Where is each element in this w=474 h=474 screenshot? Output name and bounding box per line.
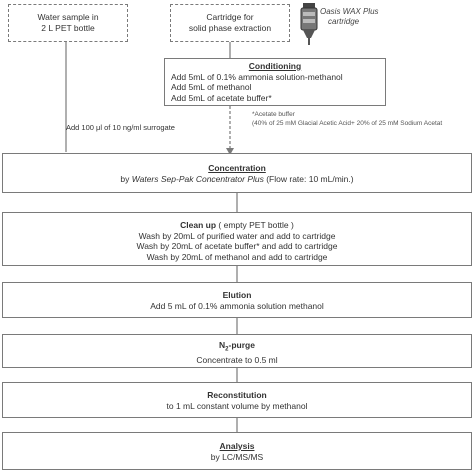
acetate-note-line-2: (40% of 25 mM Glacial Acetic Acid+ 20% o… xyxy=(252,120,443,127)
cleanup-title: Clean up xyxy=(180,220,217,230)
conditioning-step-3: Add 5mL of acetate buffer* xyxy=(171,92,272,103)
cleanup-heading: Clean up ( empty PET bottle ) xyxy=(3,220,471,231)
purge-title: N2-purge xyxy=(3,340,471,355)
concentration-suffix: (Flow rate: 10 mL/min.) xyxy=(263,173,354,184)
cartridge-box: Cartridge for solid phase extraction xyxy=(170,4,290,42)
conditioning-step-2: Add 5mL of methanol xyxy=(171,82,252,92)
analysis-box: Analysis by LC/MS/MS xyxy=(2,432,472,470)
water-sample-line-2: 2 L PET bottle xyxy=(41,22,95,33)
conditioning-title: Conditioning xyxy=(248,61,302,71)
acetate-buffer-note: *Acetate buffer (40% of 25 mM Glacial Ac… xyxy=(252,110,442,128)
analysis-text: by LC/MS/MS xyxy=(210,451,264,462)
reconstitution-text: to 1 mL constant volume by methanol xyxy=(166,400,308,411)
acetate-note-line-1: *Acetate buffer xyxy=(252,111,295,118)
cleanup-box: Clean up ( empty PET bottle ) Wash by 20… xyxy=(2,212,472,266)
purge-box: N2-purge Concentrate to 0.5 ml xyxy=(2,334,472,368)
purge-title-main: N xyxy=(219,340,226,350)
surrogate-note: Add 100 μl of 10 ng/ml surrogate xyxy=(66,123,175,132)
elution-text: Add 5 mL of 0.1% ammonia solution methan… xyxy=(150,300,324,311)
concentration-text: by Waters Sep-Pak Concentrator Plus (Flo… xyxy=(3,174,471,185)
concentration-device: Waters Sep-Pak Concentrator Plus xyxy=(131,173,264,184)
arrowhead-conditioning xyxy=(226,148,234,155)
purge-text: Concentrate to 0.5 ml xyxy=(196,355,278,366)
cleanup-step-2: Wash by 20mL of acetate buffer* and add … xyxy=(136,241,338,251)
cartridge-line-1: Cartridge for xyxy=(206,12,254,22)
cleanup-title-suffix: ( empty PET bottle ) xyxy=(218,220,294,230)
concentration-prefix: by xyxy=(120,173,132,184)
elution-box: Elution Add 5 mL of 0.1% ammonia solutio… xyxy=(2,282,472,318)
cartridge-icon xyxy=(300,3,318,45)
water-sample-box: Water sample in 2 L PET bottle xyxy=(8,4,128,42)
purge-title-sub: 2 xyxy=(225,346,229,353)
conditioning-box: Conditioning Add 5mL of 0.1% ammonia sol… xyxy=(164,58,386,106)
cartridge-product-line-1: Oasis WAX Plus xyxy=(320,7,379,16)
analysis-title: Analysis xyxy=(219,441,255,451)
elution-title: Elution xyxy=(222,290,252,300)
concentration-box: Concentration by Waters Sep-Pak Concentr… xyxy=(2,153,472,193)
cartridge-line-2: solid phase extraction xyxy=(188,22,272,33)
cartridge-product-label: Oasis WAX Plus cartridge xyxy=(320,7,379,27)
conditioning-step-1: Add 5mL of 0.1% ammonia solution-methano… xyxy=(171,71,343,82)
cleanup-step-3: Wash by 20mL of methanol and add to cart… xyxy=(146,251,328,262)
concentration-title: Concentration xyxy=(208,163,266,173)
cartridge-product-line-2: cartridge xyxy=(328,17,360,26)
reconstitution-box: Reconstitution to 1 mL constant volume b… xyxy=(2,382,472,418)
reconstitution-title: Reconstitution xyxy=(207,390,267,400)
purge-title-rest: -purge xyxy=(228,340,255,350)
cleanup-step-1: Wash by 20mL of purified water and add t… xyxy=(138,230,336,241)
water-sample-line-1: Water sample in xyxy=(37,12,99,22)
